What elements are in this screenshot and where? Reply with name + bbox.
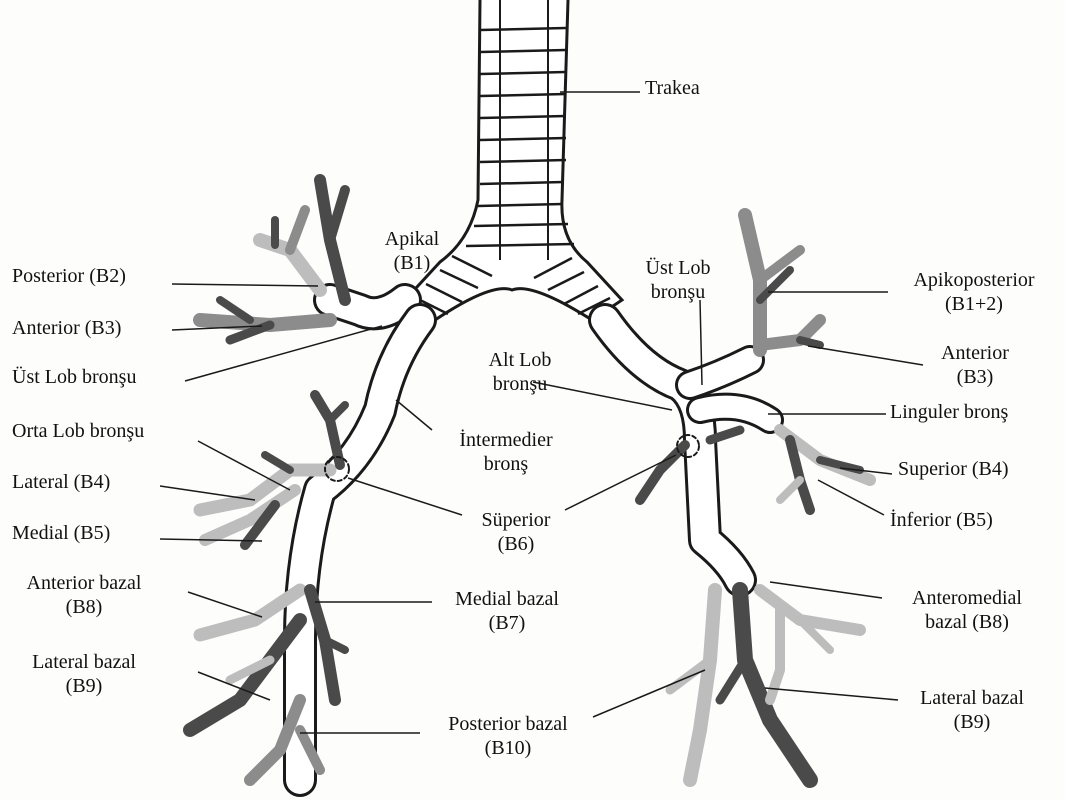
label-intermedier-bronş: İntermedier bronş bbox=[436, 428, 576, 476]
label-anteromedial-line2: bazal (B8) bbox=[882, 610, 1052, 634]
label-alt-lob-line2: bronşu bbox=[470, 372, 570, 396]
label-anterior-b3-right: Anterior (B3) bbox=[915, 341, 1035, 389]
label-apikoposterior-line1: Apikoposterior bbox=[888, 268, 1060, 292]
label-anterior-b3-right-line2: (B3) bbox=[915, 365, 1035, 389]
label-superior-b4: Superior (B4) bbox=[898, 457, 1009, 481]
label-medial-bazal: Medial bazal (B7) bbox=[432, 587, 582, 635]
label-apikoposterior: Apikoposterior (B1+2) bbox=[888, 268, 1060, 316]
label-ust-lob-right-line1: Üst Lob bbox=[630, 256, 726, 280]
label-anterior-b3-right-line1: Anterior bbox=[915, 341, 1035, 365]
label-orta-lob-bronsu: Orta Lob bronşu bbox=[12, 419, 144, 443]
label-lateral-bazal-right: Lateral bazal (B9) bbox=[896, 686, 1048, 734]
label-ust-lob-bronsu-right: Üst Lob bronşu bbox=[630, 256, 726, 304]
label-apikal-line1: Apikal bbox=[370, 227, 454, 251]
label-superior-b6: Süperior (B6) bbox=[460, 508, 572, 556]
label-linguler-bronş: Linguler bronş bbox=[890, 400, 1008, 424]
label-posterior-bazal: Posterior bazal (B10) bbox=[420, 712, 596, 760]
label-alt-lob-line1: Alt Lob bbox=[470, 348, 570, 372]
label-lateral-bazal-right-line1: Lateral bazal bbox=[896, 686, 1048, 710]
label-apikal: Apikal (B1) bbox=[370, 227, 454, 275]
label-anterior-bazal-line1: Anterior bazal bbox=[8, 571, 160, 595]
label-posterior-b2: Posterior (B2) bbox=[12, 264, 126, 288]
label-ust-lob-right-line2: bronşu bbox=[630, 280, 726, 304]
label-lateral-bazal-left-line1: Lateral bazal bbox=[8, 650, 160, 674]
label-anterior-b3-left: Anterior (B3) bbox=[12, 316, 121, 340]
label-medial-bazal-line2: (B7) bbox=[432, 611, 582, 635]
label-trakea: Trakea bbox=[645, 76, 700, 100]
label-lateral-bazal-left-line2: (B9) bbox=[8, 674, 160, 698]
label-inferior-b5: İnferior (B5) bbox=[890, 508, 993, 532]
label-medial-b5: Medial (B5) bbox=[12, 521, 110, 545]
label-posterior-bazal-line2: (B10) bbox=[420, 736, 596, 760]
label-medial-bazal-line1: Medial bazal bbox=[432, 587, 582, 611]
label-anterior-bazal-line2: (B8) bbox=[8, 595, 160, 619]
label-anterior-bazal: Anterior bazal (B8) bbox=[8, 571, 160, 619]
label-ust-lob-bronsu-left: Üst Lob bronşu bbox=[12, 365, 136, 389]
label-posterior-bazal-line1: Posterior bazal bbox=[420, 712, 596, 736]
label-intermedier-line2: bronş bbox=[436, 452, 576, 476]
label-intermedier-line1: İntermedier bbox=[436, 428, 576, 452]
label-lateral-bazal-right-line2: (B9) bbox=[896, 710, 1048, 734]
label-superior-b6-line1: Süperior bbox=[460, 508, 572, 532]
label-superior-b6-line2: (B6) bbox=[460, 532, 572, 556]
label-alt-lob-bronsu: Alt Lob bronşu bbox=[470, 348, 570, 396]
label-lateral-bazal-left: Lateral bazal (B9) bbox=[8, 650, 160, 698]
label-apikoposterior-line2: (B1+2) bbox=[888, 292, 1060, 316]
label-lateral-b4: Lateral (B4) bbox=[12, 470, 110, 494]
label-anteromedial-bazal: Anteromedial bazal (B8) bbox=[882, 586, 1052, 634]
label-apikal-line2: (B1) bbox=[370, 251, 454, 275]
label-anteromedial-line1: Anteromedial bbox=[882, 586, 1052, 610]
